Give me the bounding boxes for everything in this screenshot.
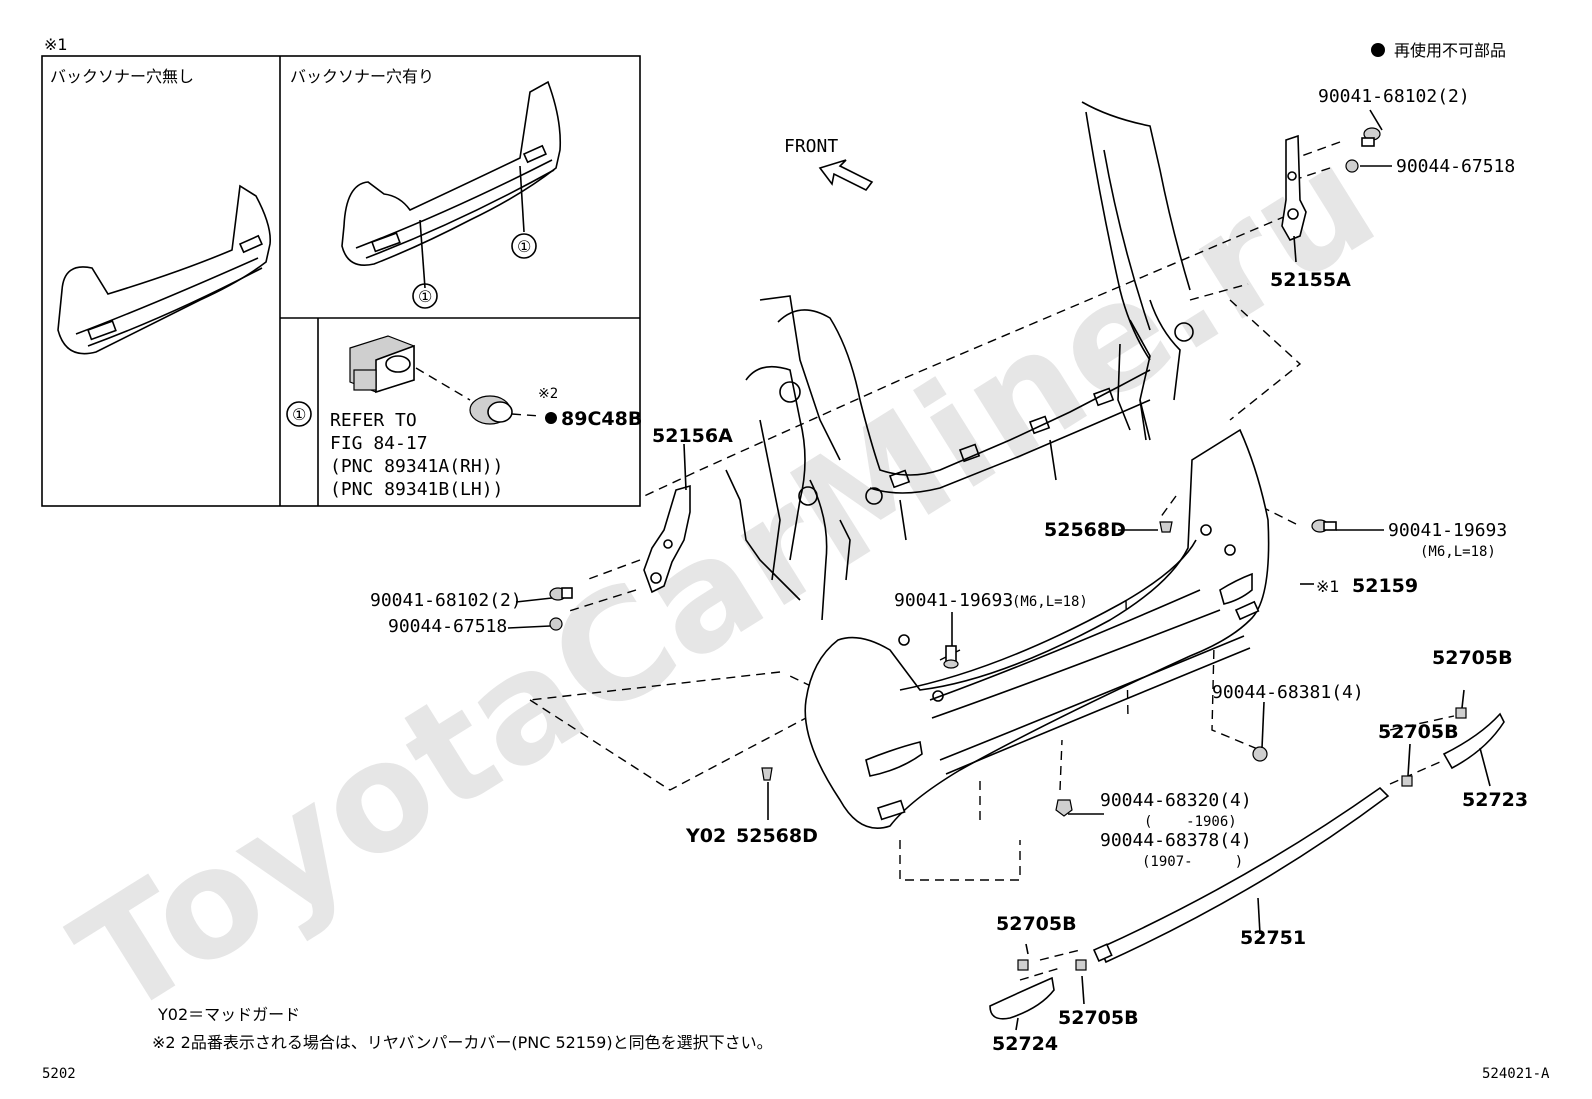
reflector-52723 [1442, 712, 1505, 770]
part-52705b-a: 52705B [1432, 647, 1513, 669]
callout-1b: ① [517, 237, 531, 256]
panel-right-title: バックソナー穴有り [290, 67, 434, 86]
part-90041-19693-right: 90041-19693 [1388, 520, 1507, 541]
refer-line-4: (PNC 89341B(LH)) [330, 479, 503, 500]
footer-right-code: 524021-A [1482, 1066, 1550, 1082]
front-label: FRONT [784, 136, 838, 157]
part-90044-68378: 90044-68378(4) [1100, 830, 1252, 851]
callout-1-row: ① [292, 405, 306, 424]
part-52705b-d: 52705B [1058, 1007, 1139, 1029]
clip-icon [1345, 159, 1359, 173]
reflector-52724 [989, 976, 1055, 1020]
part-90041-19693-center-spec: (M6,L=18) [1012, 594, 1088, 610]
clip-icon [1075, 959, 1087, 971]
part-90041-68102-left: 90041-68102(2) [370, 590, 522, 611]
sensor-note-mark: ※2 [538, 386, 558, 402]
note-2: ※2 2品番表示される場合は、リヤバンパーカバー(PNC 52159)と同色を選… [152, 1033, 773, 1052]
clip-icon [1455, 707, 1467, 719]
bolt-icon [1361, 127, 1381, 147]
nut-icon [1055, 799, 1073, 817]
part-90044-68320-range: ( -1906) [1144, 814, 1237, 830]
part-52723: 52723 [1462, 789, 1528, 811]
refer-line-1: REFER TO [330, 410, 417, 431]
non-reusable-dot-icon [545, 412, 557, 424]
clip-icon [761, 767, 773, 781]
clip-icon [1252, 746, 1268, 762]
part-90044-68378-range: (1907- ) [1142, 854, 1243, 870]
body-back-panel [725, 101, 1194, 621]
clip-icon [1017, 959, 1029, 971]
part-52568d-bottom: 52568D [736, 825, 818, 847]
bracket-52155a [1281, 134, 1307, 242]
bolt-icon [1311, 519, 1337, 533]
sensor-retainer-icon [469, 395, 513, 425]
moulding-52751 [1092, 786, 1390, 964]
clip-icon [549, 617, 563, 631]
inset-box: ※1 バックソナー穴無し バックソナー穴有り ① ① [41, 35, 642, 507]
part-52705b-c: 52705B [996, 913, 1077, 935]
bumper-no-sonar-sketch [57, 184, 272, 355]
part-52155a: 52155A [1270, 269, 1351, 291]
fasteners [549, 127, 1467, 971]
leader-lines [507, 109, 1491, 1031]
part-52159-mark: ※1 [1316, 577, 1340, 596]
note-y02: Y02＝マッドガード [157, 1005, 300, 1024]
callout-1a: ① [418, 287, 432, 306]
panel-left-title: バックソナー穴無し [50, 67, 194, 86]
bolt-icon [943, 645, 959, 669]
bracket-52156a [643, 443, 691, 594]
part-y02: Y02 [685, 825, 726, 847]
part-90044-68381: 90044-68381(4) [1212, 682, 1364, 703]
inset-note-mark: ※1 [44, 35, 68, 54]
part-90044-68320: 90044-68320(4) [1100, 790, 1252, 811]
part-52156a: 52156A [652, 425, 733, 447]
legend-text: 再使用不可部品 [1394, 41, 1506, 60]
bolt-icon [549, 587, 573, 601]
part-90044-67518-left: 90044-67518 [388, 616, 507, 637]
clip-icon [1401, 775, 1413, 787]
part-90041-19693-right-spec: (M6,L=18) [1420, 544, 1496, 560]
sonar-sensor-icon [349, 335, 415, 394]
bumper-with-sonar-sketch: ① ① [341, 80, 562, 309]
part-90044-67518-top: 90044-67518 [1396, 156, 1515, 177]
part-52159: 52159 [1352, 575, 1418, 597]
refer-line-3: (PNC 89341A(RH)) [330, 456, 503, 477]
part-52705b-b: 52705B [1378, 721, 1459, 743]
clip-icon [1159, 521, 1173, 533]
part-52751: 52751 [1240, 927, 1306, 949]
footer-left-code: 5202 [42, 1066, 76, 1082]
part-52724: 52724 [992, 1033, 1058, 1055]
part-89c48b: 89C48B [561, 408, 642, 430]
rear-bumper-cover [804, 428, 1270, 829]
non-reusable-dot-icon [1371, 43, 1385, 57]
part-90041-68102-top: 90041-68102(2) [1318, 86, 1470, 107]
part-90041-19693-center: 90041-19693 [894, 590, 1013, 611]
part-52568d-mid: 52568D [1044, 519, 1126, 541]
front-arrow-icon [818, 159, 874, 192]
refer-line-2: FIG 84-17 [330, 433, 428, 454]
